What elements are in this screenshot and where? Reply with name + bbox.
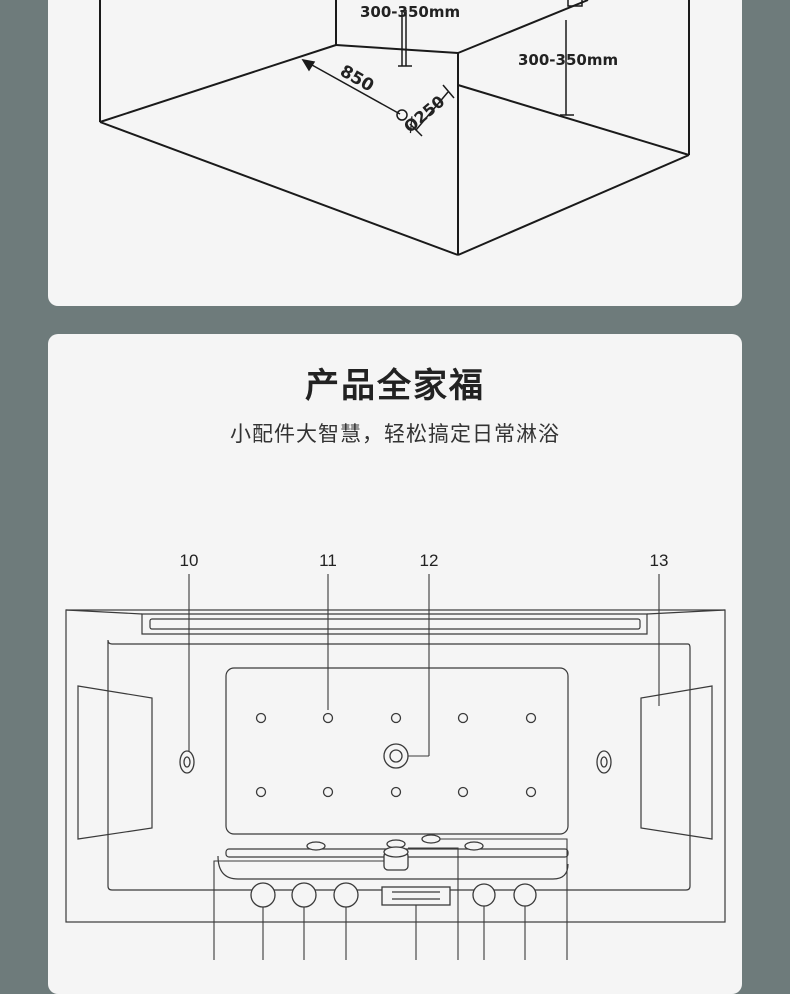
section-title: 产品全家福 (305, 366, 485, 406)
installation-line-drawing: 300-350mm 300-350mm 850 Ø250 (99, 0, 690, 256)
callout-13: 13 (650, 551, 669, 570)
dim-length-label: 850 (336, 61, 377, 96)
bathtub-top-view-drawing: 10 11 12 13 (65, 551, 726, 960)
dim-right-label: 300-350mm (518, 51, 618, 69)
installation-diagram-card: 300-350mm 300-350mm 850 Ø250 (48, 0, 742, 306)
section-subtitle: 小配件大智慧，轻松搞定日常淋浴 (230, 422, 560, 446)
callout-10: 10 (180, 551, 199, 570)
callout-11: 11 (319, 551, 337, 570)
dim-top-label: 300-350mm (360, 3, 460, 21)
callout-12: 12 (420, 551, 439, 570)
product-family-card: 产品全家福 小配件大智慧，轻松搞定日常淋浴 10 11 12 13 (48, 334, 742, 994)
